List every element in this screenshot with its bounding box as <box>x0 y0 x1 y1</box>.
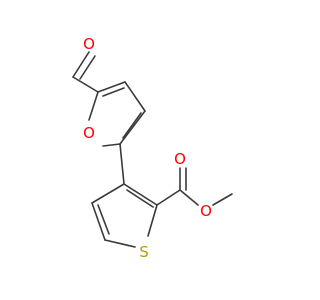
furan-thiophene-link-bond <box>119 143 125 185</box>
thiophene-c5-c4-bond <box>91 202 106 241</box>
thiophene-c2-s-bond <box>147 204 158 237</box>
furan-c4-c5-bond <box>97 81 126 93</box>
aldehyde-double-bond-inner <box>79 55 96 80</box>
thiophene-to-ester-bond <box>156 189 181 206</box>
carbonyl-oxygen-label: O <box>174 150 186 168</box>
ester-c-o-bond <box>179 189 199 206</box>
furan-o-c2-bond <box>102 143 121 147</box>
bonds <box>72 51 233 248</box>
aldehyde-oxygen-label: O <box>83 35 95 53</box>
furan-c5-o-bond <box>88 91 99 121</box>
furan-c3-c4-bond <box>124 81 146 112</box>
aldehyde-double-bond <box>72 51 90 78</box>
furan-c2-c3-bond <box>119 110 146 145</box>
thiophene-c3-c2-bond <box>123 183 158 206</box>
thiophene-s-c5-bond <box>104 239 136 248</box>
sulfur-label: S <box>139 243 149 261</box>
atom-labels: O O O O S <box>83 35 212 261</box>
aldehyde-to-furan-bond <box>72 76 99 93</box>
thiophene-c3-c2-double-inner <box>126 189 154 208</box>
furan-oxygen-label: O <box>83 124 95 142</box>
furan-c2-c3-double-inner <box>122 112 142 139</box>
thiophene-c4-c3-bond <box>91 183 125 204</box>
molecule-structure-diagram: O O O O S <box>72 35 233 261</box>
thiophene-c5-c4-double-inner <box>97 204 110 235</box>
ester-oxygen-label: O <box>200 202 212 220</box>
furan-c4-c5-double-inner <box>102 87 125 97</box>
ester-o-methyl-bond <box>212 193 233 206</box>
